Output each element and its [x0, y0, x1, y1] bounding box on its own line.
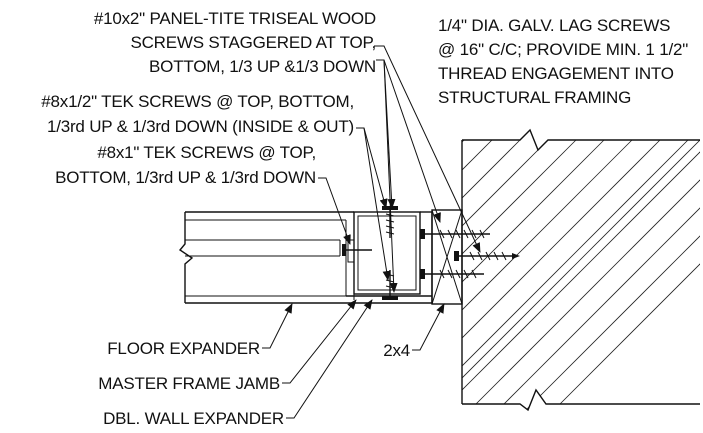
- label-master-frame-jamb: MASTER FRAME JAMB: [98, 374, 280, 393]
- leader-lines: [262, 45, 481, 419]
- panel-tite-line3: BOTTOM, 1/3 UP &1/3 DOWN: [149, 57, 376, 76]
- panel-tite-line1: #10x2" PANEL-TITE TRISEAL WOOD: [94, 9, 376, 28]
- lag-screw-middle: [454, 251, 520, 261]
- floor-expander-profile: [178, 211, 432, 304]
- tek-one-line2: BOTTOM, 1/3rd UP & 1/3rd DOWN: [55, 168, 316, 187]
- label-panel-tite: #10x2" PANEL-TITE TRISEAL WOOD SCREWS ST…: [94, 9, 376, 76]
- label-tek-one: #8x1" TEK SCREWS @ TOP, BOTTOM, 1/3rd UP…: [55, 143, 316, 187]
- label-two-by-four: 2x4: [383, 341, 410, 360]
- two-by-four-block: [431, 209, 463, 305]
- lag-screws-line3: THREAD ENGAGEMENT INTO: [438, 64, 674, 83]
- label-lag-screws: 1/4" DIA. GALV. LAG SCREWS @ 16" C/C; PR…: [438, 16, 688, 107]
- tek-screw-left: [342, 244, 372, 256]
- lag-screw-top: [420, 229, 490, 239]
- lag-screws-line4: STRUCTURAL FRAMING: [438, 88, 631, 107]
- dbl-wall-expander: [346, 211, 433, 303]
- label-floor-expander: FLOOR EXPANDER: [107, 339, 260, 358]
- lag-screws-line2: @ 16" C/C; PROVIDE MIN. 1 1/2": [438, 40, 688, 59]
- lag-screws-line1: 1/4" DIA. GALV. LAG SCREWS: [438, 16, 670, 35]
- label-dbl-wall-expander: DBL. WALL EXPANDER: [103, 409, 284, 428]
- label-tek-half: #8x1/2" TEK SCREWS @ TOP, BOTTOM, 1/3rd …: [41, 92, 354, 136]
- tek-half-line2: 1/3rd UP & 1/3rd DOWN (INSIDE & OUT): [47, 117, 354, 136]
- panel-tite-line2: SCREWS STAGGERED AT TOP,: [130, 33, 376, 52]
- tek-half-line1: #8x1/2" TEK SCREWS @ TOP, BOTTOM,: [41, 92, 354, 111]
- lag-screw-bottom: [420, 269, 484, 279]
- tek-one-line1: #8x1" TEK SCREWS @ TOP,: [97, 143, 316, 162]
